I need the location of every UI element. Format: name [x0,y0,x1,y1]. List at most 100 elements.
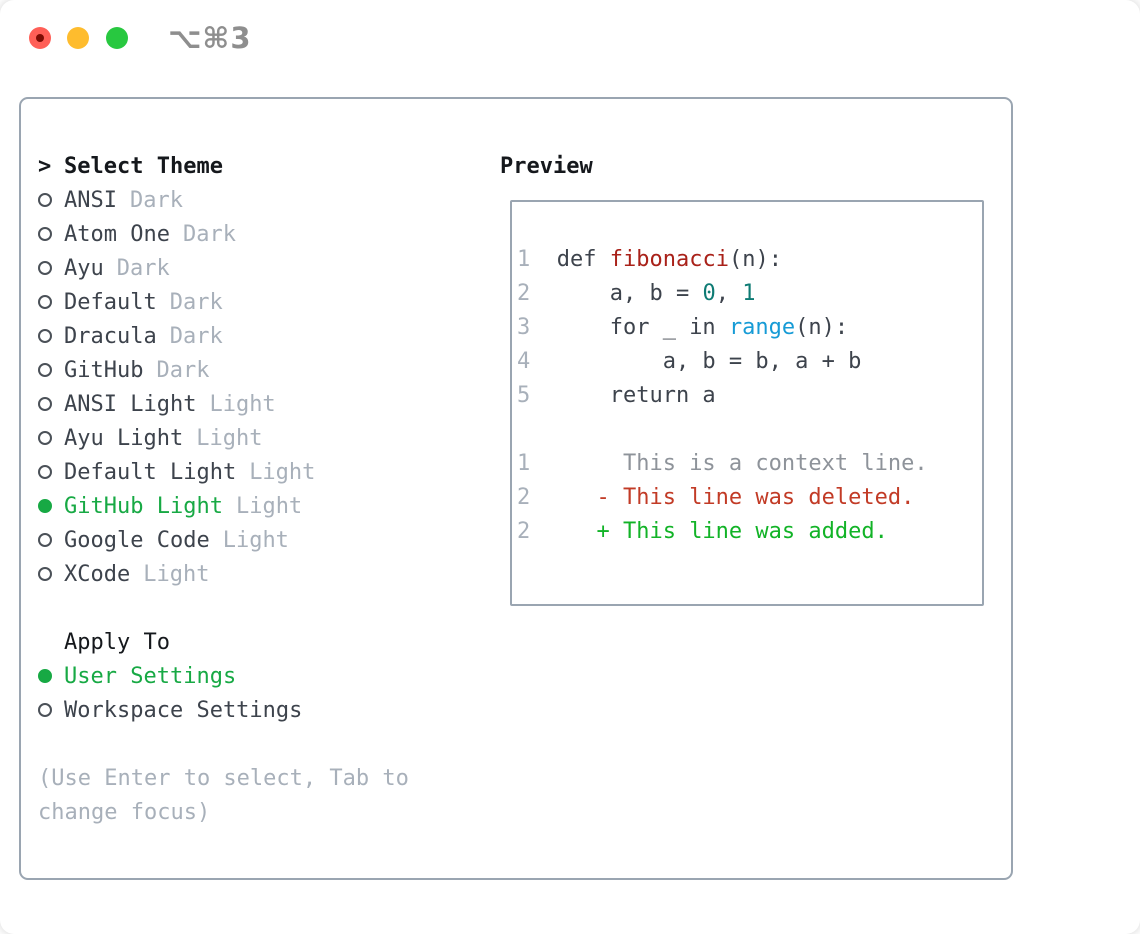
radio-circle [38,397,52,411]
radio-circle [38,567,52,581]
code-line: 1 This is a context line. [517,446,982,480]
line-number: 1 [517,246,531,272]
line-number: 2 [517,280,531,306]
line-number: 5 [517,382,531,408]
radio-icon [38,329,64,343]
code-line: 5 return a [517,378,982,412]
radio-circle [38,193,52,207]
radio-icon [38,431,64,445]
hint-text: change focus) [38,799,211,825]
radio-circle [38,431,52,445]
preview-title: Preview [500,153,593,179]
theme-option-label: Default [64,289,157,315]
theme-option-google-code[interactable]: Google Code Light [38,523,409,557]
theme-select-header: > Select Theme [38,149,409,183]
line-number: 3 [517,314,531,340]
code-segment-plain: for _ in [530,314,729,340]
theme-option-dracula[interactable]: Dracula Dark [38,319,409,353]
theme-option-label: Ayu Light [64,425,184,451]
line-number: 1 [517,450,531,476]
code-segment-plain: (n): [795,314,849,340]
focus-arrow-icon: > [38,154,64,179]
code-segment-plain: a, b = b, a + b [530,348,862,374]
theme-option-variant: Dark [156,357,210,383]
code-segment-plain: , [715,280,743,306]
theme-option-label: ANSI Light [64,391,197,417]
code-segment-context: This is a context line. [530,450,928,476]
theme-option-ansi[interactable]: ANSI Dark [38,183,409,217]
theme-option-label: Default Light [64,459,237,485]
theme-option-label: Dracula [64,323,157,349]
theme-select-header-label: Select Theme [64,153,223,179]
code-segment-plain: def [530,246,610,272]
code-segment-number: 0 [702,280,716,306]
code-line: 2 - This line was deleted. [517,480,982,514]
code-segment-builtin: range [728,314,796,340]
radio-icon [38,533,64,547]
code-segment-number: 1 [742,280,756,306]
theme-option-variant: Dark [169,289,223,315]
radio-selected-icon [38,669,64,683]
theme-option-variant: Light [196,425,263,451]
code-segment-plain: return a [530,382,716,408]
hint-text: (Use Enter to select, Tab to [38,765,409,791]
theme-option-label: GitHub Light [64,493,223,519]
code-line [517,412,982,446]
theme-option-variant: Dark [129,187,183,213]
theme-option-atom-one[interactable]: Atom One Dark [38,217,409,251]
radio-icon [38,363,64,377]
apply-option-workspace-settings[interactable]: Workspace Settings [38,693,409,727]
theme-option-variant: Light [143,561,210,587]
line-number: 2 [517,484,531,510]
zoom-button[interactable] [106,26,128,49]
radio-icon [38,567,64,581]
radio-icon [38,227,64,241]
window-title: ⌥⌘3 [168,20,252,55]
line-number: 2 [517,518,531,544]
theme-option-variant: Light [209,391,276,417]
theme-option-default[interactable]: Default Dark [38,285,409,319]
theme-option-xcode[interactable]: XCode Light [38,557,409,591]
radio-circle [38,329,52,343]
code-segment-plain: a, b = [530,280,703,306]
code-segment-plain: (n): [728,246,782,272]
code-line: 2 + This line was added. [517,514,982,548]
arrow-glyph: > [38,153,52,179]
theme-option-variant: Dark [169,323,223,349]
theme-option-label: Atom One [64,221,170,247]
theme-option-label: Ayu [64,255,104,281]
radio-icon [38,465,64,479]
minimize-button[interactable] [67,26,89,49]
radio-circle [38,465,52,479]
close-button[interactable] [29,26,51,49]
code-line: 3 for _ in range(n): [517,310,982,344]
theme-option-label: Google Code [64,527,210,553]
theme-option-label: ANSI [64,187,117,213]
radio-circle [38,703,52,717]
line-number: 4 [517,348,531,374]
theme-option-label: XCode [64,561,131,587]
theme-option-ansi-light[interactable]: ANSI Light Light [38,387,409,421]
apply-to-header: Apply To [38,625,409,659]
code-line: 2 a, b = 0, 1 [517,276,982,310]
radio-icon [38,295,64,309]
apply-option-user-settings[interactable]: User Settings [38,659,409,693]
code-segment-function: fibonacci [609,246,729,272]
theme-option-ayu-light[interactable]: Ayu Light Light [38,421,409,455]
radio-circle [38,227,52,241]
code-line: 4 a, b = b, a + b [517,344,982,378]
radio-circle [38,261,52,275]
apply-option-label: User Settings [64,663,237,689]
theme-option-variant: Light [222,527,289,553]
theme-option-variant: Dark [182,221,236,247]
radio-icon [38,193,64,207]
radio-circle [38,499,52,513]
